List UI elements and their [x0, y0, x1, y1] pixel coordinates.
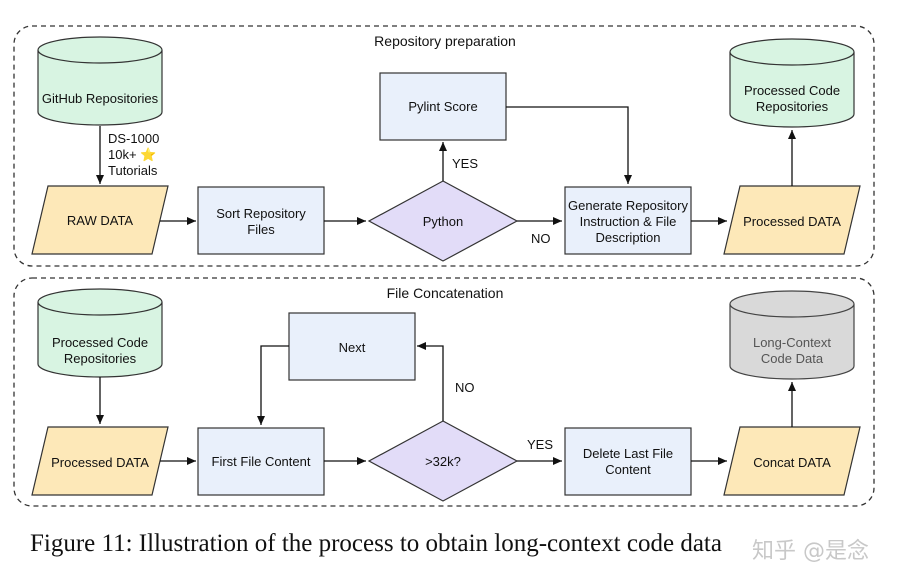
next-label: Next [339, 340, 366, 355]
first-file-content-label: First File Content [212, 454, 311, 469]
processed-repos-bottom-line-2: Repositories [64, 351, 137, 366]
processed-repos-top-line-1: Processed Code [744, 83, 840, 98]
processed-data-node-top: Processed DATA [723, 185, 861, 255]
flow-diagram: Repository preparation GitHub Repositori… [13, 25, 875, 507]
sort-files-line-2: Files [247, 222, 275, 237]
file-concatenation-frame [13, 277, 875, 507]
arrow-next-to-first-file [257, 345, 289, 425]
arrow-check-to-next [417, 342, 444, 421]
pylint-score-node: Pylint Score [379, 72, 507, 141]
processed-data-node-bottom: Processed DATA [31, 426, 169, 496]
raw-data-node: RAW DATA [31, 185, 169, 255]
python-decision: Python [367, 180, 519, 262]
yes-label-top: YES [452, 156, 478, 171]
python-label: Python [423, 214, 463, 229]
figure-caption: Figure 11: Illustration of the process t… [30, 530, 722, 557]
github-repositories-label: GitHub Repositories [42, 91, 159, 106]
repository-preparation-frame [13, 25, 875, 267]
generate-line-1: Generate Repository [568, 198, 688, 213]
concat-data-label: Concat DATA [753, 455, 831, 470]
ds-note-line-2: 10k+ ⭐ [108, 147, 156, 162]
size-check-decision: >32k? [367, 420, 519, 502]
next-node: Next [288, 312, 416, 381]
long-context-code-data-cylinder: Long-Context Code Data [729, 290, 855, 380]
long-context-line-1: Long-Context [753, 335, 831, 350]
delete-last-file-node: Delete Last File Content [564, 427, 692, 496]
ds-note-line-3: Tutorials [108, 163, 158, 178]
section-title-file-concatenation: File Concatenation [387, 285, 504, 301]
pylint-score-label: Pylint Score [408, 99, 477, 114]
concat-data-node: Concat DATA [723, 426, 861, 496]
section-title-repository-preparation: Repository preparation [374, 33, 516, 49]
delete-last-line-2: Content [605, 462, 651, 477]
size-check-label: >32k? [425, 454, 461, 469]
yes-label-bottom: YES [527, 437, 553, 452]
arrow-pylint-to-generate [506, 106, 632, 184]
processed-repos-top-line-2: Repositories [756, 99, 829, 114]
sort-files-line-1: Sort Repository [216, 206, 306, 221]
sort-repository-files-node: Sort Repository Files [197, 186, 325, 255]
processed-data-label-bottom: Processed DATA [51, 455, 149, 470]
generate-repository-node: Generate Repository Instruction & File D… [564, 186, 692, 255]
delete-last-line-1: Delete Last File [583, 446, 673, 461]
ds-note-line-1: DS-1000 [108, 131, 159, 146]
watermark: 知乎 @是念 [752, 539, 869, 564]
raw-data-label: RAW DATA [67, 213, 134, 228]
first-file-content-node: First File Content [197, 427, 325, 496]
generate-line-3: Description [595, 230, 660, 245]
processed-repos-bottom-line-1: Processed Code [52, 335, 148, 350]
processed-data-label-top: Processed DATA [743, 214, 841, 229]
no-label-bottom: NO [455, 380, 475, 395]
github-repositories-cylinder: GitHub Repositories [37, 36, 163, 126]
processed-code-repositories-cylinder-bottom: Processed Code Repositories [37, 288, 163, 378]
no-label-top: NO [531, 231, 551, 246]
generate-line-2: Instruction & File [580, 214, 677, 229]
processed-code-repositories-cylinder-top: Processed Code Repositories [729, 38, 855, 128]
long-context-line-2: Code Data [761, 351, 824, 366]
